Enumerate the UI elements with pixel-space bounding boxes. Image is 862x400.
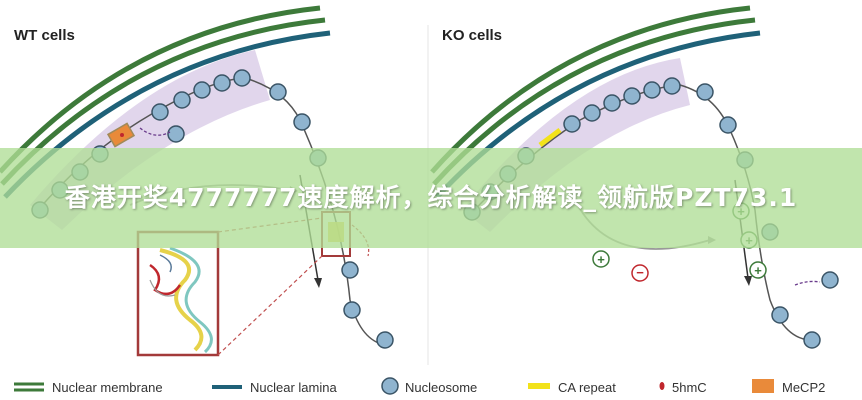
legend-label: Nuclear lamina [250, 380, 337, 395]
wt-inset-connector-bottom [217, 255, 323, 356]
nucleosome [719, 116, 737, 134]
ko-detach-arrowhead [744, 276, 752, 286]
legend-label: Nuclear membrane [52, 380, 163, 395]
legend: Nuclear membrane Nuclear lamina Nucleoso… [14, 377, 825, 395]
legend-item-ca-repeat: CA repeat [528, 380, 616, 395]
legend-item-membrane: Nuclear membrane [14, 380, 163, 395]
nucleosome [193, 81, 211, 99]
nucleosome [173, 91, 191, 109]
mecp2-swatch [752, 379, 774, 393]
legend-item-5hmc: 5hmC [659, 380, 707, 395]
nucleosome [696, 83, 714, 101]
positive-charge-icon [749, 261, 767, 279]
ko-ca-repeat [538, 128, 562, 147]
nucleosome [603, 94, 621, 112]
nucleosome [233, 69, 251, 87]
legend-item-mecp2: MeCP2 [752, 379, 825, 395]
5hmc-dot [659, 382, 665, 390]
nucleosome-swatch [381, 377, 399, 395]
legend-label: 5hmC [672, 380, 707, 395]
legend-label: Nucleosome [405, 380, 477, 395]
svg-text:+: + [754, 263, 762, 278]
nucleosome [623, 87, 641, 105]
ko-nuclear-membrane-inner [432, 17, 756, 186]
nucleosome [376, 331, 394, 349]
ca-repeat-swatch [528, 383, 550, 389]
negative-charge-icon [631, 264, 649, 282]
legend-item-lamina: Nuclear lamina [212, 380, 337, 395]
nucleosome [151, 103, 169, 121]
nucleosome [821, 271, 839, 289]
nucleosome [341, 261, 359, 279]
dna-protein-structure [149, 246, 213, 354]
ko-release-arrow [794, 280, 821, 286]
nucleosome [563, 115, 581, 133]
legend-label: MeCP2 [782, 380, 825, 395]
legend-label: CA repeat [558, 380, 616, 395]
nucleosome [167, 125, 185, 143]
nucleosome [293, 113, 311, 131]
wt-nuclear-membrane-inner [0, 17, 326, 186]
ko-panel-title: KO cells [442, 27, 502, 44]
positive-charge-icon [592, 250, 610, 268]
wt-5hmc-dot [120, 133, 124, 137]
ko-nuclear-membrane [430, 5, 751, 174]
wt-detach-arrowhead [314, 278, 322, 288]
svg-text:+: + [597, 252, 605, 267]
wt-mecp2-arrow [139, 127, 171, 136]
wt-chromatin-fiber [37, 77, 386, 346]
title-banner: 香港开奖4777777速度解析，综合分析解读_领航版PZT73.1 [0, 148, 862, 248]
nucleosome [343, 301, 361, 319]
svg-text:−: − [636, 265, 644, 280]
wt-nuclear-membrane [0, 5, 321, 174]
nucleosome [583, 104, 601, 122]
nucleosome [213, 74, 231, 92]
nucleosome [771, 306, 789, 324]
wt-panel-title: WT cells [14, 27, 75, 44]
nucleosome [269, 83, 287, 101]
nucleosome [663, 77, 681, 95]
nucleosome [803, 331, 821, 349]
legend-item-nucleosome: Nucleosome [381, 377, 477, 395]
banner-title: 香港开奖4777777速度解析，综合分析解读_领航版PZT73.1 [64, 183, 798, 212]
nucleosome [643, 81, 661, 99]
